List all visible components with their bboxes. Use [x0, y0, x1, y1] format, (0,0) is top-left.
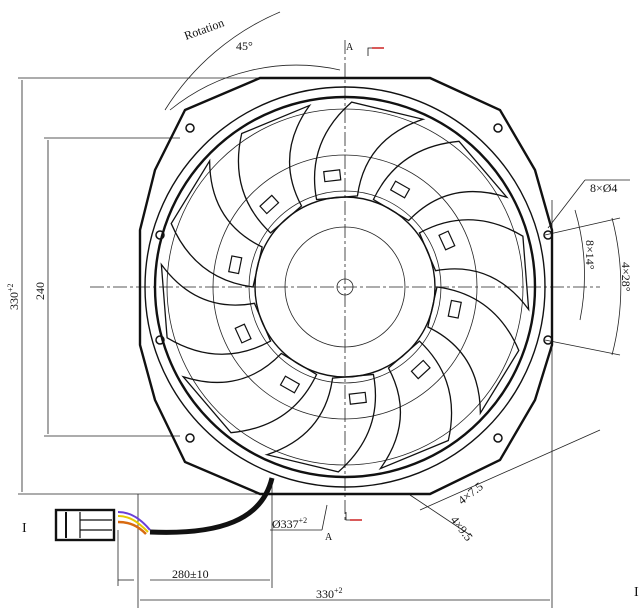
mounting-holes	[155, 123, 553, 443]
width-tol: +2	[334, 586, 343, 595]
blade-clip	[389, 180, 411, 199]
rotation-angle: 45°	[236, 39, 253, 53]
rotation-label: Rotation	[182, 16, 226, 43]
cable-length-dim: 280±10	[172, 567, 209, 581]
svg-text:Ø337+2: Ø337+2	[272, 516, 307, 531]
fan-blade	[237, 103, 312, 234]
fan-blade	[313, 101, 426, 201]
dimension-lines	[18, 11, 630, 608]
blade-clip	[228, 255, 243, 275]
mounting-hole	[493, 123, 503, 133]
blade-clip	[234, 323, 252, 344]
mounting-hole	[493, 433, 503, 443]
blade-clip	[447, 299, 462, 319]
svg-text:330+2: 330+2	[316, 586, 343, 601]
connector-icon	[54, 508, 116, 542]
view-label-left: I	[22, 521, 27, 536]
mounting-hole	[185, 433, 195, 443]
fan-blade	[181, 352, 318, 434]
mount-height-dim: 240	[33, 282, 47, 300]
slot-width-label: 4×7.5	[455, 479, 486, 507]
blade-clip	[410, 359, 431, 380]
fan-blade	[264, 373, 377, 473]
holes-label: 8×Ø4	[590, 181, 617, 195]
hole-angle-label: 8×14°	[583, 240, 597, 270]
fan-blade	[170, 158, 263, 288]
blade-clip	[348, 391, 367, 405]
height-dim: 330	[7, 292, 21, 310]
slot-length-label: 4×9.5	[448, 513, 476, 544]
section-label-top: A	[346, 42, 354, 53]
mounting-hole	[155, 335, 165, 345]
fan-blade	[160, 262, 272, 355]
blade-clip	[323, 169, 342, 183]
fan-frame	[138, 76, 554, 496]
mounting-hole	[543, 335, 553, 345]
group-angle-label: 4×28°	[619, 262, 633, 292]
connector-cable	[54, 477, 275, 542]
mounting-hole	[185, 123, 195, 133]
svg-text:330+2: 330+2	[6, 283, 21, 310]
view-label-right: I	[634, 585, 639, 600]
mounting-hole	[155, 230, 165, 240]
diameter-dim: Ø337	[272, 517, 299, 531]
blade-clip	[279, 375, 301, 394]
fan-blade	[418, 219, 530, 312]
fan-blades	[160, 101, 530, 473]
diameter-tol: +2	[299, 516, 308, 525]
height-tol: +2	[6, 283, 15, 292]
fan-blade	[427, 286, 520, 416]
fan-blade	[372, 140, 509, 222]
blade-clip	[259, 194, 280, 215]
section-markers	[345, 47, 384, 521]
blade-clip	[438, 230, 456, 251]
fan-blade	[378, 340, 453, 471]
mounting-hole	[543, 230, 553, 240]
section-label-bottom: A	[325, 532, 333, 543]
width-dim: 330	[316, 587, 334, 601]
